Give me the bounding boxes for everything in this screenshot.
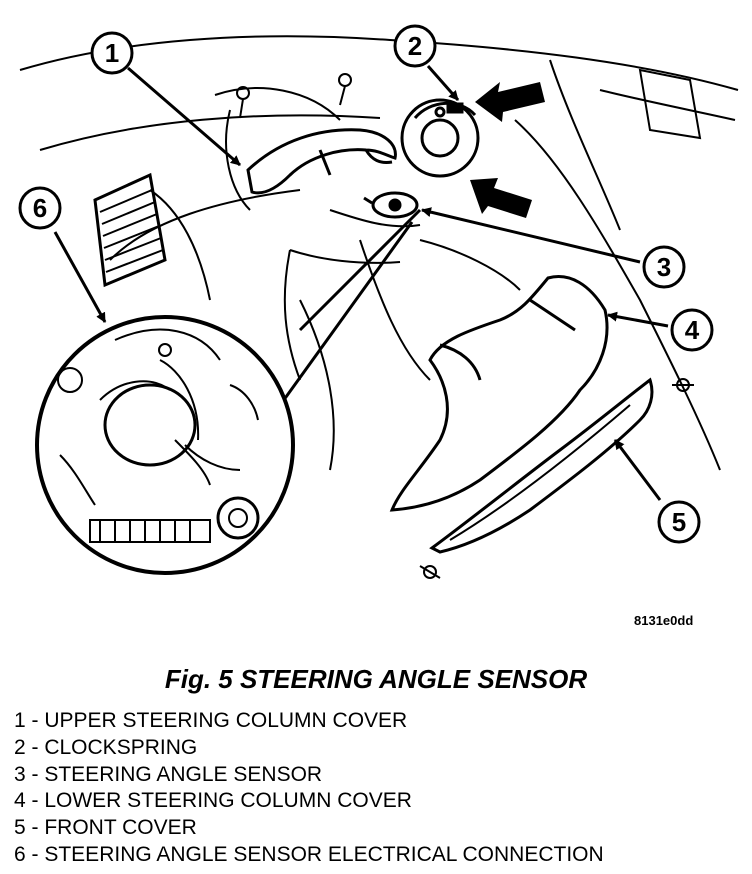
- legend-item: 6 - STEERING ANGLE SENSOR ELECTRICAL CON…: [14, 842, 604, 866]
- legend-item: 4 - LOWER STEERING COLUMN COVER: [14, 789, 412, 813]
- svg-text:4: 4: [685, 315, 700, 345]
- steering-angle-sensor: [363, 191, 419, 219]
- callout-3: 3: [642, 245, 686, 289]
- callout-4: 4: [670, 308, 714, 352]
- figure-code: 8131e0dd: [634, 613, 694, 628]
- figure-caption: Fig. 5 STEERING ANGLE SENSOR: [164, 664, 588, 694]
- steering-angle-sensor-illustration: 1 2 3 4 5 6: [18, 24, 739, 579]
- svg-text:5: 5: [672, 507, 686, 537]
- legend-item: 3 - STEERING ANGLE SENSOR: [14, 762, 323, 786]
- release-arrows: [470, 82, 545, 218]
- svg-text:1: 1: [105, 38, 119, 68]
- legend-list: 1 - UPPER STEERING COLUMN COVER 2 - CLOC…: [14, 708, 604, 869]
- svg-text:3: 3: [657, 252, 671, 282]
- clockspring: [400, 98, 480, 178]
- callout-1: 1: [90, 31, 134, 75]
- steering-column: [283, 209, 421, 381]
- svg-text:6: 6: [33, 193, 47, 223]
- callout-2: 2: [393, 24, 437, 68]
- legend-item: 2 - CLOCKSPRING: [14, 735, 198, 759]
- detail-magnifier: [35, 208, 422, 575]
- callout-6: 6: [18, 186, 62, 230]
- legend-item: 5 - FRONT COVER: [14, 816, 197, 840]
- leader-lines: [53, 65, 669, 501]
- upper-steering-column-cover: [246, 128, 397, 195]
- dashboard-background: [19, 35, 739, 471]
- legend-item: 1 - UPPER STEERING COLUMN COVER: [14, 709, 408, 732]
- mounting-screws: [236, 73, 694, 579]
- front-cover: [429, 377, 654, 554]
- svg-text:2: 2: [408, 31, 422, 61]
- callout-5: 5: [657, 500, 701, 544]
- air-vent: [93, 172, 167, 288]
- lower-steering-column-cover: [389, 275, 609, 512]
